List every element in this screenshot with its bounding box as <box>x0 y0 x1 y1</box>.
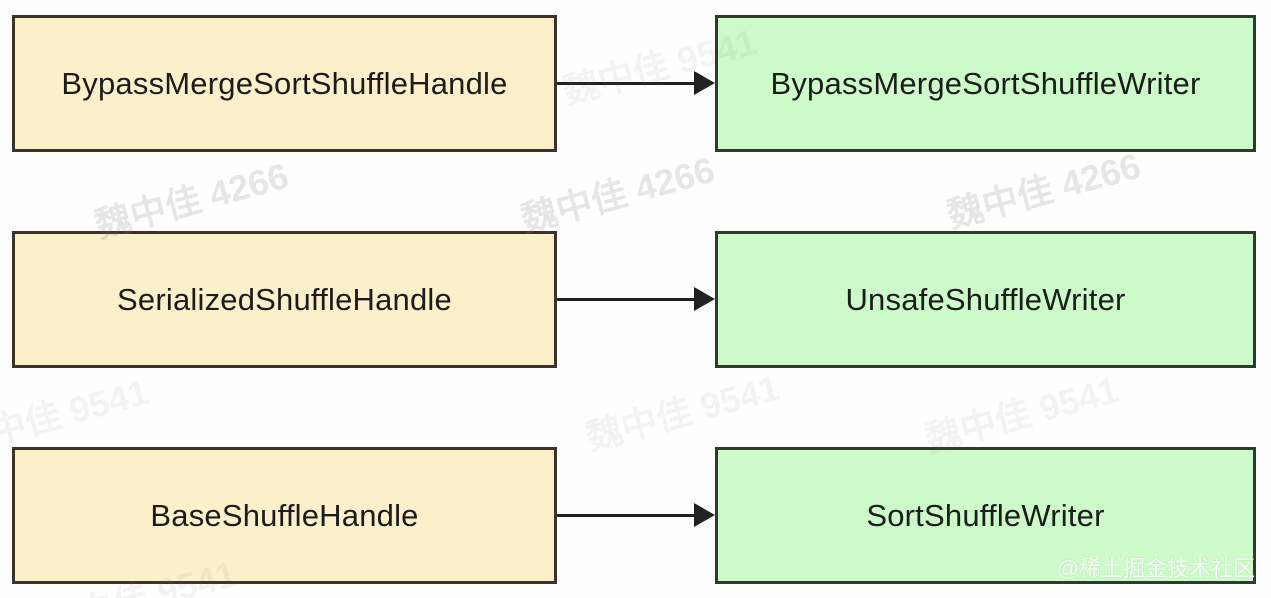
shuffle-writer-node: SortShuffleWriter <box>715 447 1256 584</box>
shuffle-handle-node: BypassMergeSortShuffleHandle <box>12 15 557 152</box>
arrowhead-icon <box>694 503 715 527</box>
user-watermark-faint: 魏中佳 9541 <box>581 366 784 458</box>
arrow-line <box>557 513 694 517</box>
shuffle-handle-node: BaseShuffleHandle <box>12 447 557 584</box>
arrowhead-icon <box>694 71 715 95</box>
node-label: UnsafeShuffleWriter <box>845 281 1126 317</box>
arrowhead-icon <box>694 287 715 311</box>
user-watermark: 魏中佳 4266 <box>942 144 1145 236</box>
arrow-line <box>557 81 694 85</box>
arrow-connector <box>557 503 715 527</box>
diagram-row: BaseShuffleHandle SortShuffleWriter <box>0 447 1271 584</box>
shuffle-writer-node: BypassMergeSortShuffleWriter <box>715 15 1256 152</box>
node-label: SerializedShuffleHandle <box>117 281 452 317</box>
user-watermark: 魏中佳 4266 <box>516 148 719 240</box>
shuffle-handle-node: SerializedShuffleHandle <box>12 231 557 368</box>
arrow-connector <box>557 71 715 95</box>
arrow-connector <box>557 287 715 311</box>
node-label: BypassMergeSortShuffleWriter <box>770 65 1201 101</box>
node-label: BaseShuffleHandle <box>150 497 419 533</box>
diagram-row: BypassMergeSortShuffleHandle BypassMerge… <box>0 15 1271 152</box>
node-label: BypassMergeSortShuffleHandle <box>61 65 508 101</box>
shuffle-writer-node: UnsafeShuffleWriter <box>715 231 1256 368</box>
arrow-line <box>557 297 694 301</box>
juejin-community-watermark: @稀土掘金技术社区 <box>1056 556 1255 581</box>
diagram-row: SerializedShuffleHandle UnsafeShuffleWri… <box>0 231 1271 368</box>
node-label: SortShuffleWriter <box>866 497 1105 533</box>
